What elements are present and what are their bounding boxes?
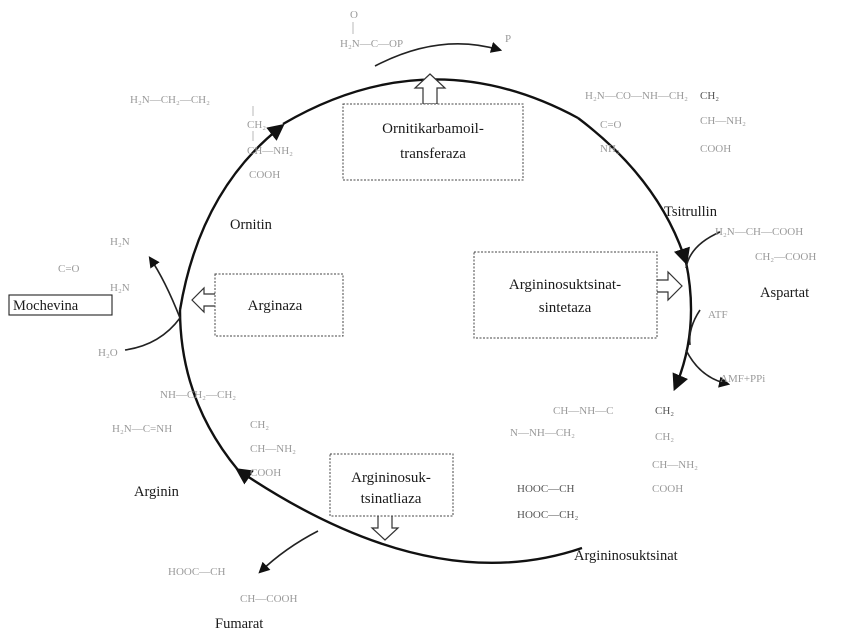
enzyme-ornithine-transferase-line1: Ornitikarbamoil- xyxy=(382,121,484,137)
frag-cit-2: CH₂ xyxy=(700,90,719,102)
label-aspartate: Aspartat xyxy=(760,285,809,301)
frag-as-1: CH—NH—C xyxy=(553,405,614,417)
arginosuccinate-synthetase-pointer xyxy=(655,270,683,302)
label-fumarate: Fumarat xyxy=(215,616,263,632)
frag-as-6: COOH xyxy=(652,483,683,495)
frag-arg-3: CH₂ xyxy=(250,419,269,431)
arginosuccinate-lyase-box xyxy=(329,453,454,517)
fumarate-out-arrow xyxy=(258,530,319,574)
urea-box xyxy=(8,294,113,316)
frag-top-c: P xyxy=(505,33,511,45)
enzyme-arginosuccinate-lyase-line2: tsinatliaza xyxy=(361,491,422,507)
frag-cit-side-1: C=O xyxy=(600,119,622,131)
label-urea: Mochevina xyxy=(13,298,79,314)
aspartate-in-arrow xyxy=(685,231,721,269)
frag-water: H₂O xyxy=(98,347,118,359)
frag-top-a: O xyxy=(350,9,358,21)
water-in-arrow xyxy=(124,317,181,351)
frag-asp-2: CH₂—COOH xyxy=(755,251,816,263)
enzyme-arginase: Arginaza xyxy=(248,298,303,314)
frag-top-b: H₂N—C—OP xyxy=(340,38,403,50)
frag-as-8: HOOC—CH₂ xyxy=(517,509,578,521)
carbamoyl-in-arrow xyxy=(374,42,503,67)
enzyme-arginosuccinate-synthetase-line2: sintetaza xyxy=(539,300,592,316)
frag-orn-1: H₂N—CH₂—CH₂ xyxy=(130,94,210,106)
frag-cit-3: CH—NH₂ xyxy=(700,115,746,127)
label-arginosuccinate: Argininosuktsinat xyxy=(574,548,678,564)
arginase-pointer xyxy=(191,286,217,314)
frag-orn-4: COOH xyxy=(249,169,280,181)
frag-fum-2: CH—COOH xyxy=(240,593,298,605)
frag-arg-1: NH—CH₂—CH₂ xyxy=(160,389,236,401)
arginosuccinate-lyase-pointer xyxy=(370,514,400,541)
frag-atp: ATF xyxy=(708,309,728,321)
frag-arg-4: CH—NH₂ xyxy=(250,443,296,455)
frag-as-4: CH₂ xyxy=(655,431,674,443)
atp-in-arrow xyxy=(688,309,701,346)
urea-out-arrow-top xyxy=(148,256,181,319)
enzyme-ornithine-transferase-line2: transferaza xyxy=(400,146,466,162)
frag-as-3: CH₂ xyxy=(655,405,674,417)
frag-arg-2: H₂N—C=NH xyxy=(112,423,172,435)
frag-cit-1: H₂N—CO—NH—CH₂ xyxy=(585,90,688,102)
label-arginine: Arginin xyxy=(134,484,180,500)
frag-urea-2: C=O xyxy=(58,263,80,275)
ornithine-transferase-box xyxy=(342,103,524,181)
enzyme-arginosuccinate-synthetase-line1: Argininosuktsinat- xyxy=(509,277,621,293)
frag-as-7: HOOC—CH xyxy=(517,483,575,495)
cycle-arc-bottom xyxy=(235,468,583,565)
arginase-box xyxy=(214,273,344,337)
cycle-arc-right-upper xyxy=(577,117,690,266)
frag-cit-4: COOH xyxy=(700,143,731,155)
frag-fum-1: HOOC—CH xyxy=(168,566,226,578)
ornithine-transferase-pointer xyxy=(413,73,447,105)
cycle-arc-right-lower xyxy=(672,261,693,392)
enzyme-arginosuccinate-lyase-line1: Argininosuk- xyxy=(351,470,431,486)
frag-amp: AMF+PPi xyxy=(720,373,765,385)
frag-cit-side-2: NH₂ xyxy=(600,143,620,155)
cycle-arc-left-lower xyxy=(178,309,239,471)
frag-orn-3: CH—NH₂ xyxy=(247,145,293,157)
amp-out-arrow xyxy=(685,349,731,388)
frag-urea-3: H₂N xyxy=(110,282,130,294)
label-ornithine: Ornitin xyxy=(230,217,273,233)
frag-as-5: CH—NH₂ xyxy=(652,459,698,471)
frag-as-2: N—NH—CH₂ xyxy=(510,427,575,439)
frag-orn-2: CH₂ xyxy=(247,119,266,131)
frag-arg-5: COOH xyxy=(250,467,281,479)
frag-asp-1: H₂N—CH—COOH xyxy=(715,226,803,238)
label-citrulline: Tsitrullin xyxy=(664,204,718,220)
arginosuccinate-synthetase-box xyxy=(473,251,658,339)
cycle-arc-left-upper xyxy=(178,123,285,311)
frag-urea-1: H₂N xyxy=(110,236,130,248)
